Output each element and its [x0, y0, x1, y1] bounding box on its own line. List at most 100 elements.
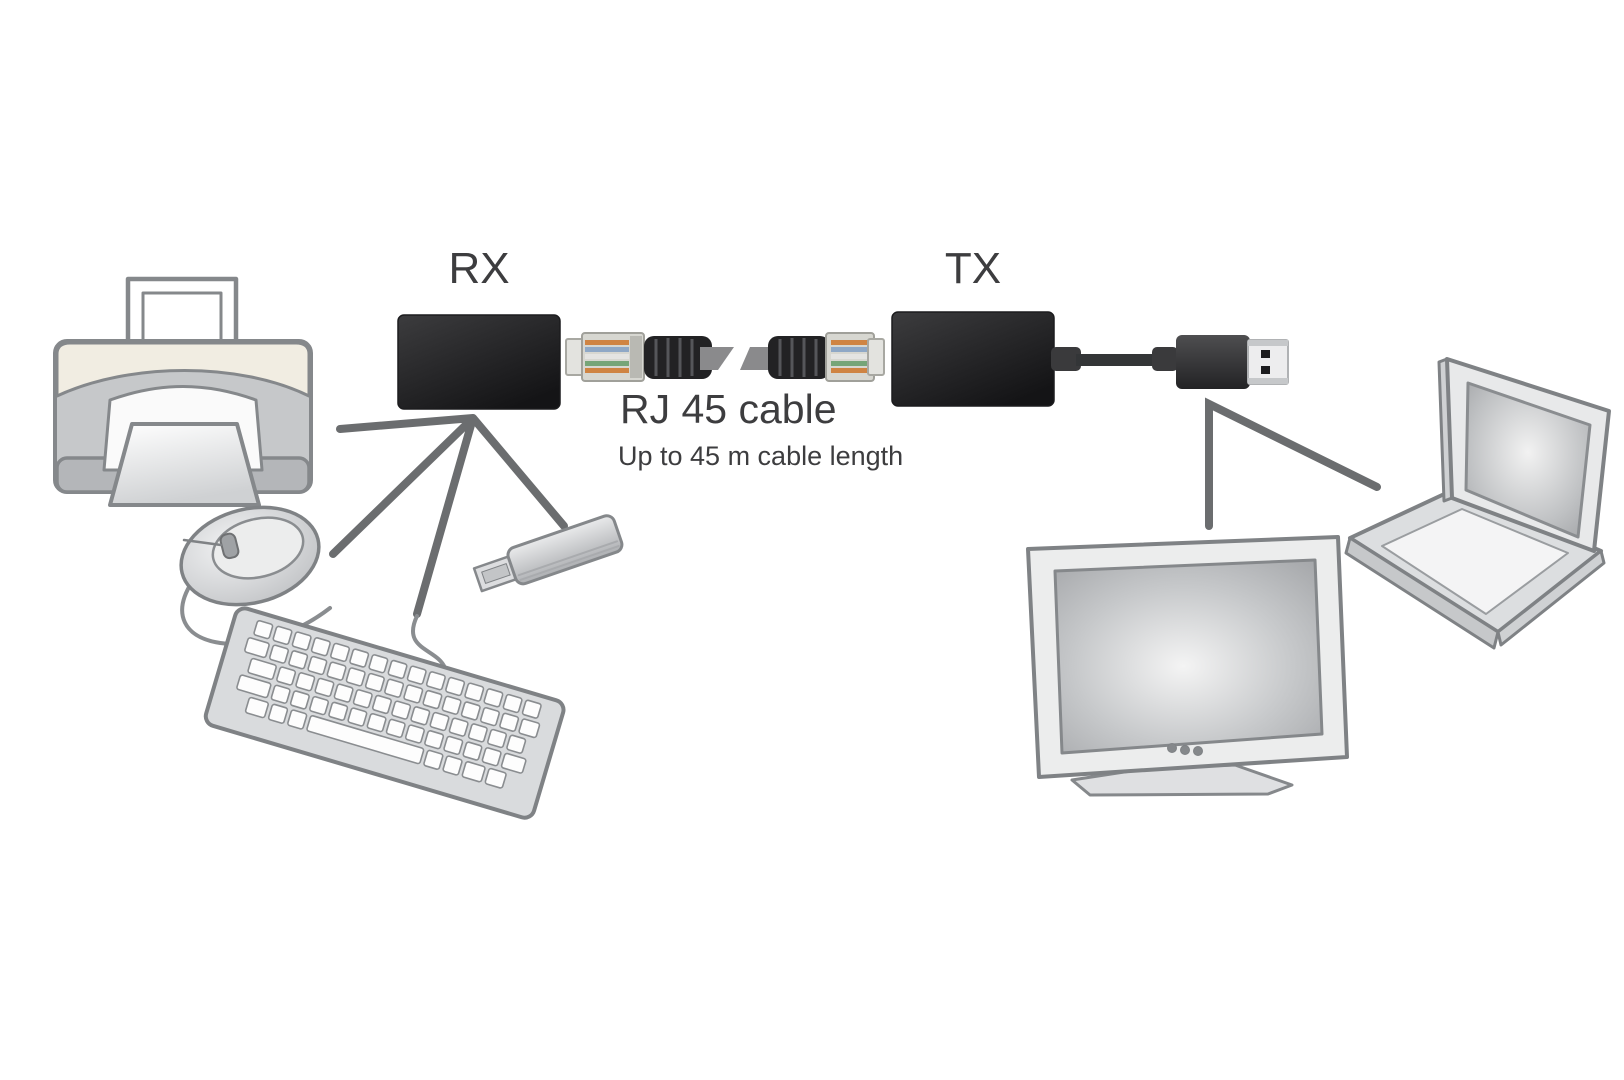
keyboard-key	[499, 712, 520, 732]
laptop-screen	[1464, 381, 1592, 539]
keyboard-key	[487, 728, 508, 749]
usb-flash-drive-illustration	[472, 514, 624, 593]
keyboard-key	[484, 767, 507, 789]
rx-extender-box	[397, 314, 561, 410]
keyboard-key	[364, 672, 385, 693]
keyboard-key	[309, 695, 330, 716]
keyboard-key	[267, 703, 289, 724]
keyboard-key	[481, 747, 502, 767]
keyboard-key	[483, 688, 504, 708]
keyboard-key	[328, 701, 349, 721]
keyboard-key	[448, 717, 469, 737]
keyboard-key	[441, 695, 462, 715]
monitor-illustration	[1026, 535, 1349, 797]
keyboard-key	[500, 752, 527, 774]
usb-cable	[1076, 354, 1160, 366]
cable-cut-right	[740, 347, 770, 370]
keyboard-key	[391, 700, 412, 720]
keyboard-key	[423, 749, 444, 770]
usb-stick-body	[506, 514, 624, 586]
keyboard-key	[288, 650, 309, 670]
laptop-illustration	[1344, 357, 1611, 650]
tx-extender-box	[891, 311, 1055, 407]
keyboard-key	[464, 682, 485, 702]
usb-plug-body	[1176, 335, 1250, 389]
keyboard-key	[349, 648, 370, 668]
rj45-boot-left	[644, 336, 712, 379]
keyboard-key	[371, 694, 392, 715]
keyboard-key	[424, 730, 445, 750]
keyboard-key	[404, 724, 425, 744]
keyboard-key	[368, 654, 389, 674]
keyboard-key	[310, 637, 331, 657]
keyboard-key	[345, 667, 366, 687]
keyboard-key	[518, 718, 541, 739]
usb-plug-illustration	[1051, 335, 1289, 389]
keyboard-key	[429, 711, 450, 732]
keyboard-key	[406, 665, 427, 685]
keyboard-key	[272, 625, 293, 646]
keyboard-key	[291, 631, 312, 651]
keyboard-key	[403, 684, 424, 704]
keyboard-key	[385, 718, 406, 738]
rj45-boot-right	[768, 336, 830, 379]
keyboard-key	[506, 734, 527, 754]
cable-cut-left	[700, 347, 734, 370]
usb-plug-metal	[1247, 339, 1289, 385]
keyboard-key	[479, 706, 500, 727]
rx-connection-lines	[329, 414, 568, 618]
tx-connection-lines	[1205, 397, 1381, 530]
keyboard-key	[289, 690, 310, 710]
keyboard-cable	[411, 614, 447, 670]
keyboard-key	[445, 676, 466, 697]
keyboard-key	[502, 693, 523, 714]
printer-top-panel	[55, 341, 311, 398]
mouse-scroll-wheel	[219, 532, 240, 560]
printer-paper-sheet	[108, 422, 261, 507]
keyboard-key	[276, 666, 297, 686]
keyboard-key	[443, 735, 464, 756]
keyboard-key	[287, 709, 308, 730]
monitor-button	[1180, 745, 1190, 755]
keyboard-key	[461, 761, 486, 783]
keyboard-key	[326, 661, 347, 681]
keyboard-key	[460, 701, 481, 721]
cable-subtitle: Up to 45 m cable length	[618, 441, 904, 471]
rx-label: RX	[448, 244, 510, 293]
keyboard-key	[295, 672, 316, 692]
rj45-cable-illustration	[565, 332, 885, 382]
tx-label: TX	[944, 244, 1002, 293]
keyboard-key	[270, 684, 291, 704]
keyboard-key	[410, 706, 431, 726]
monitor-button	[1193, 746, 1203, 756]
keyboard-key	[314, 677, 335, 698]
printer-illustration	[53, 276, 313, 507]
keyboard-key	[244, 696, 269, 719]
keyboard-key	[333, 683, 354, 703]
keyboard-key	[253, 620, 274, 640]
keyboard-key	[247, 657, 277, 681]
keyboard-key	[467, 723, 488, 743]
cable-title: RJ 45 cable	[620, 386, 837, 432]
keyboard-key	[384, 678, 405, 698]
keyboard-key	[306, 715, 425, 765]
keyboard-key	[236, 674, 272, 699]
keyboard-key	[422, 689, 443, 710]
keyboard-key	[352, 689, 373, 709]
keyboard-key	[347, 707, 368, 727]
keyboard-key	[442, 755, 463, 776]
keyboard-key	[244, 637, 270, 659]
keyboard-illustration	[203, 606, 566, 820]
keyboard-key	[521, 699, 542, 719]
rj45-plug-right	[867, 338, 885, 376]
monitor-button	[1167, 743, 1177, 753]
keyboard-keys	[236, 620, 542, 789]
monitor-screen	[1053, 558, 1324, 755]
keyboard-key	[307, 655, 328, 676]
keyboard-key	[425, 671, 446, 691]
keyboard-key	[462, 741, 483, 761]
keyboard-key	[330, 642, 351, 663]
keyboard-key	[387, 659, 408, 680]
